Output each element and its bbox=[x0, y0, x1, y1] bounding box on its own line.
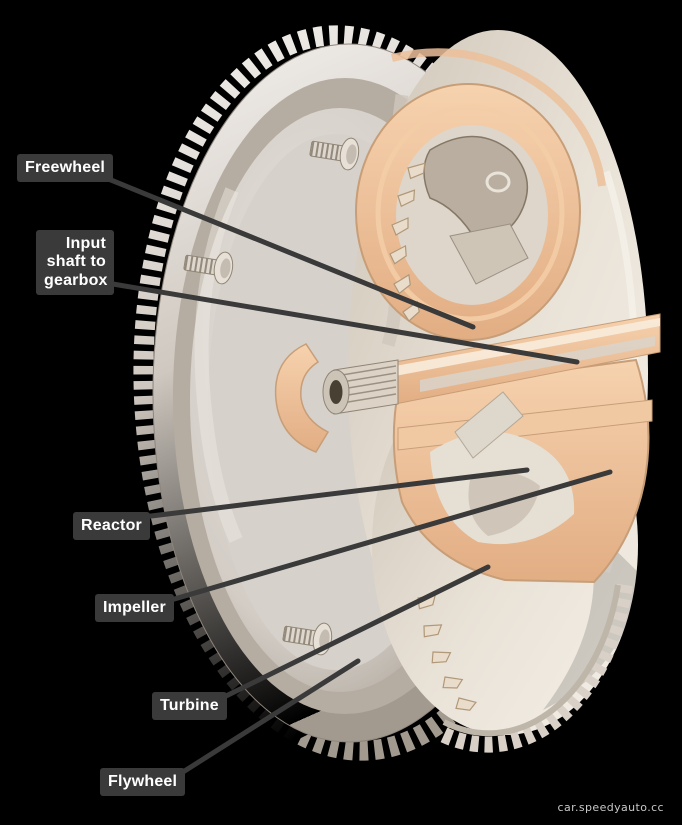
input-shaft bbox=[274, 313, 661, 453]
shaft-hub bbox=[274, 343, 330, 453]
leader-line-reactor bbox=[140, 467, 530, 520]
leader-line-turbine bbox=[221, 564, 491, 700]
freewheel-mechanism bbox=[355, 83, 581, 341]
watermark: car.speedyauto.cc bbox=[557, 801, 664, 814]
spline bbox=[322, 359, 399, 415]
label-turbine: Turbine bbox=[152, 692, 227, 721]
label-impeller: Impeller bbox=[95, 594, 174, 623]
shaft-end-bore bbox=[329, 380, 343, 404]
leader-line-flywheel bbox=[180, 658, 361, 775]
label-freewheel: Freewheel bbox=[17, 154, 114, 183]
label-input-shaft-to-gearbox: Input shaft to gearbox bbox=[36, 230, 114, 296]
shaft-highlight bbox=[395, 318, 660, 376]
body-shadow bbox=[543, 520, 641, 710]
label-reactor: Reactor bbox=[73, 512, 150, 541]
shell-cut-edge bbox=[391, 48, 606, 187]
leader-line-impeller bbox=[168, 469, 613, 603]
leader-lines bbox=[103, 175, 613, 775]
shaft-core bbox=[420, 336, 655, 392]
label-flywheel: Flywheel bbox=[100, 768, 186, 797]
lower-ring-gear bbox=[436, 583, 633, 753]
leader-line-input-shaft bbox=[104, 280, 580, 365]
flywheel-sheen bbox=[194, 187, 243, 543]
leader-line-freewheel bbox=[103, 175, 476, 330]
